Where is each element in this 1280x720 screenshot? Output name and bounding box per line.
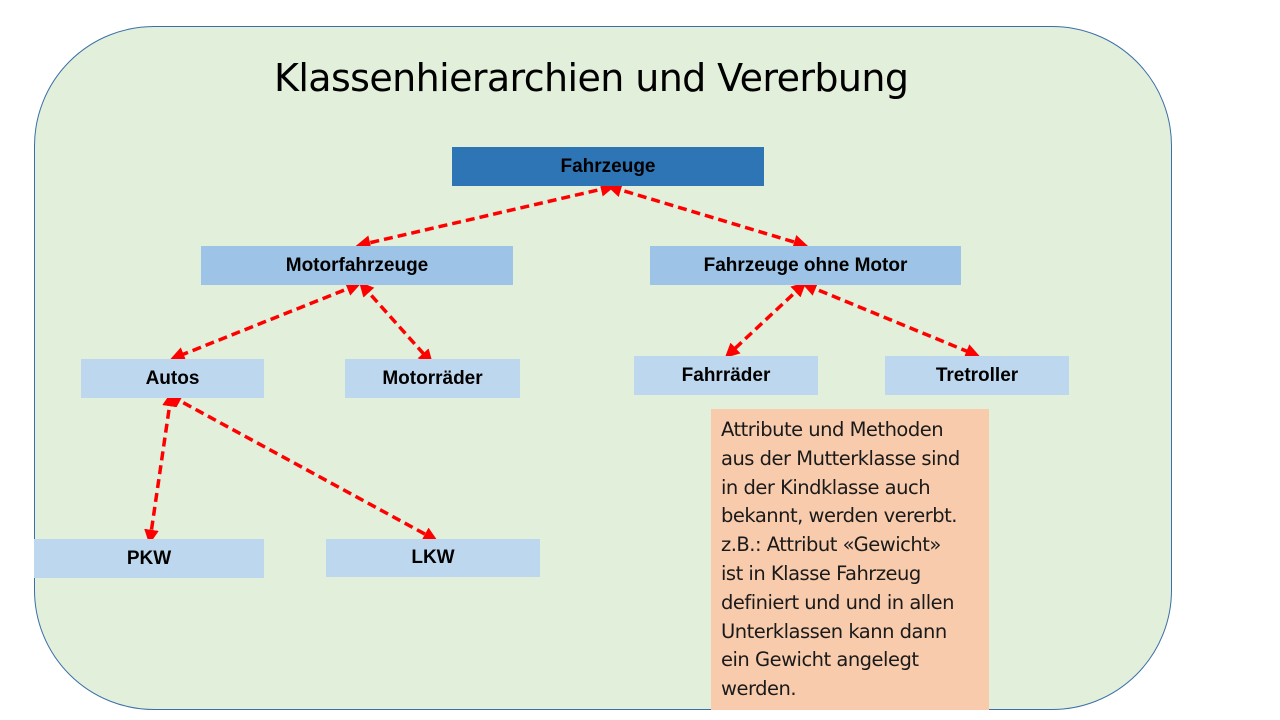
note-line: werden. [721, 677, 797, 701]
note-line: in der Kindklasse auch [721, 475, 931, 499]
node-motorfahrzeuge-label: Motorfahrzeuge [285, 254, 429, 276]
node-motorraeder-label: Motorräder [382, 367, 483, 389]
node-lkw-label: LKW [411, 547, 455, 568]
note-line: Attribute und Methoden [721, 418, 944, 441]
node-autos: Autos [81, 359, 264, 398]
node-pkw-label: PKW [126, 547, 172, 569]
node-motorfahrzeuge: Motorfahrzeuge [201, 246, 513, 285]
node-tretroller: Tretroller [885, 356, 1069, 395]
note-line: ist in Klasse Fahrzeug [721, 561, 921, 585]
node-fahrraeder-label: Fahrräder [681, 364, 771, 386]
node-lkw: LKW [326, 539, 540, 577]
slide-title: Klassenhierarchien und Vererbung [274, 56, 909, 100]
node-fahrzeuge-ohne-motor: Fahrzeuge ohne Motor [650, 246, 961, 285]
node-motorraeder: Motorräder [345, 359, 520, 398]
note-line: definiert und und in allen [721, 590, 955, 614]
note-line: z.B.: Attribut «Gewicht» [721, 533, 941, 557]
note-line: bekannt, werden vererbt. [721, 504, 957, 528]
note-line: Unterklassen kann dann [721, 619, 947, 643]
note-line: ein Gewicht angelegt [721, 648, 919, 672]
node-fahrzeuge: Fahrzeuge [452, 147, 764, 186]
node-pkw: PKW [34, 539, 264, 578]
note-box: Attribute und Methoden aus der Mutterkla… [711, 409, 989, 710]
node-autos-label: Autos [145, 367, 200, 389]
node-fahrraeder: Fahrräder [634, 356, 818, 395]
node-tretroller-label: Tretroller [935, 364, 1019, 386]
note-line: aus der Mutterklasse sind [721, 446, 960, 470]
node-fahrzeuge-label: Fahrzeuge [560, 155, 656, 177]
node-fahrzeuge-ohne-motor-label: Fahrzeuge ohne Motor [703, 254, 908, 276]
